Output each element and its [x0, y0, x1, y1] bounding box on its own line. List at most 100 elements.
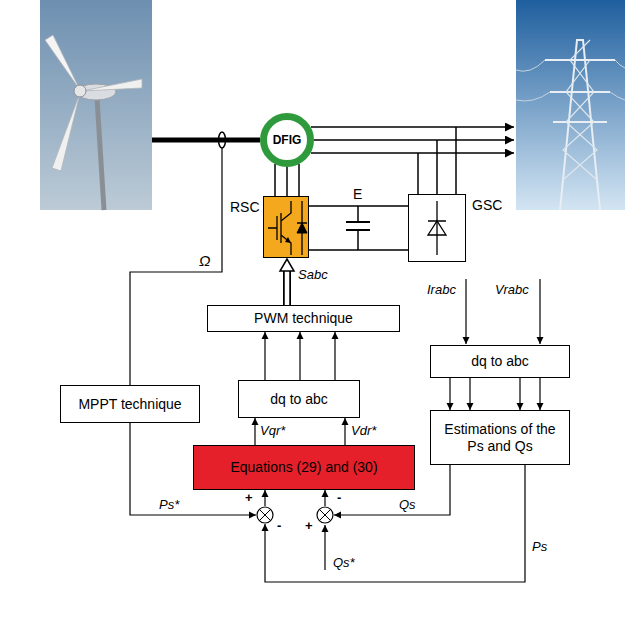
- connector: [254, 418, 255, 445]
- transmission-tower-photo: [563, 40, 597, 180]
- connector: [519, 378, 520, 410]
- process-box: MPPT technique: [60, 385, 200, 423]
- summing-symbol: [256, 506, 274, 524]
- generator-circle: DFIG: [260, 113, 314, 167]
- hollow-arrow: [283, 271, 291, 305]
- igbt-symbol: [264, 197, 308, 257]
- converter-label: RSC: [230, 199, 260, 216]
- transmission-tower-photo: [545, 60, 615, 122]
- diode-symbol: [428, 221, 446, 235]
- process-box: Estimations of the Ps and Qs: [430, 410, 570, 465]
- igbt-symbol: [285, 237, 291, 243]
- grid-wire: [314, 139, 514, 141]
- hollow-arrow: [280, 259, 294, 271]
- summing-symbol: [257, 507, 273, 523]
- signal-label: Ω: [198, 252, 211, 269]
- connector: [449, 378, 450, 410]
- transmission-tower-photo: [516, 0, 625, 210]
- edge-label: Sabc: [297, 268, 329, 283]
- connector: [334, 332, 335, 380]
- signal-label: E: [352, 186, 363, 202]
- transmission-tower-photo: [516, 60, 625, 101]
- signal-label: Irabc: [426, 283, 457, 298]
- box-label: PWM technique: [254, 310, 353, 327]
- converter-label: GSC: [472, 197, 502, 214]
- grid-wire: [455, 127, 457, 194]
- connector: [309, 205, 408, 207]
- wind-turbine-photo: [52, 93, 80, 171]
- connector: [469, 378, 470, 410]
- wind-turbine-photo: [45, 35, 80, 90]
- connector: [324, 490, 325, 506]
- box-label: dq to abc: [270, 391, 328, 408]
- diode-symbol: [428, 201, 446, 255]
- summing-junction: -+: [316, 506, 334, 524]
- box-label: dq to abc: [471, 353, 529, 370]
- summing-symbol: [319, 509, 330, 520]
- grid-wire: [311, 152, 514, 154]
- box-label: DFIG: [273, 133, 302, 147]
- box-label: Estimations of the Ps and Qs: [437, 421, 563, 455]
- dc-link-capacitor: [309, 206, 408, 250]
- igbt-symbol: [268, 201, 307, 255]
- sign-label: -: [277, 518, 281, 534]
- grid-wire: [436, 140, 438, 194]
- igbt-symbol: [297, 223, 307, 233]
- speed-wire: [130, 148, 222, 385]
- signal-label: Qs*: [332, 556, 356, 571]
- dc-link-capacitor: [346, 221, 370, 223]
- edge-label: Vdr*: [350, 424, 377, 439]
- measurement-wire: [324, 525, 325, 570]
- shaft: [219, 132, 226, 148]
- edge-label: Vqr*: [259, 424, 286, 439]
- edge-label: Ps*: [158, 498, 180, 513]
- grid-wire: [417, 153, 419, 194]
- hollow-arrow: [285, 270, 290, 306]
- signal-label: Vrabc: [494, 283, 530, 298]
- dc-link-capacitor: [357, 230, 359, 250]
- connector: [264, 490, 265, 506]
- transmission-tower-photo: [516, 0, 625, 210]
- process-box: dq to abc: [238, 380, 360, 418]
- measurement-wire: [539, 279, 540, 344]
- hollow-arrow: [280, 259, 294, 306]
- wind-turbine-photo: [97, 98, 104, 210]
- connector: [539, 378, 540, 410]
- wind-turbine-photo: [82, 79, 142, 91]
- generator-ring: [264, 117, 311, 164]
- sign-label: +: [245, 490, 253, 506]
- box-label: Equations (29) and (30): [230, 459, 377, 476]
- summing-junction: +-: [256, 506, 274, 524]
- sign-label: -: [337, 490, 341, 506]
- speed-wire: [130, 148, 222, 385]
- converter-box: GSC: [408, 194, 466, 262]
- grid-wire: [311, 126, 514, 128]
- grid-wire: [274, 164, 276, 196]
- converter-box: RSC: [263, 196, 309, 258]
- process-box: dq to abc: [430, 345, 570, 378]
- edge-label: Ps: [531, 540, 548, 555]
- wind-turbine-photo: [74, 85, 86, 97]
- shaft: [152, 138, 260, 143]
- grid-wire: [298, 164, 300, 196]
- shaft: [152, 132, 260, 148]
- connector: [299, 332, 300, 380]
- box-label: MPPT technique: [78, 396, 181, 413]
- summing-symbol: [259, 509, 270, 520]
- measurement-wire: [465, 279, 466, 344]
- wind-turbine-photo: [40, 0, 152, 210]
- sign-label: +: [305, 518, 313, 534]
- connector: [264, 332, 265, 380]
- wind-turbine-photo: [40, 0, 152, 210]
- process-box: Equations (29) and (30): [193, 445, 415, 490]
- process-box: PWM technique: [207, 305, 400, 332]
- summing-symbol: [317, 507, 333, 523]
- dc-link-capacitor: [357, 206, 359, 222]
- edge-label: Qs: [398, 498, 417, 513]
- connector: [344, 418, 345, 445]
- transmission-tower-photo: [560, 40, 600, 210]
- diode-symbol: [409, 195, 465, 261]
- connector: [286, 167, 288, 196]
- summing-symbol: [316, 506, 334, 524]
